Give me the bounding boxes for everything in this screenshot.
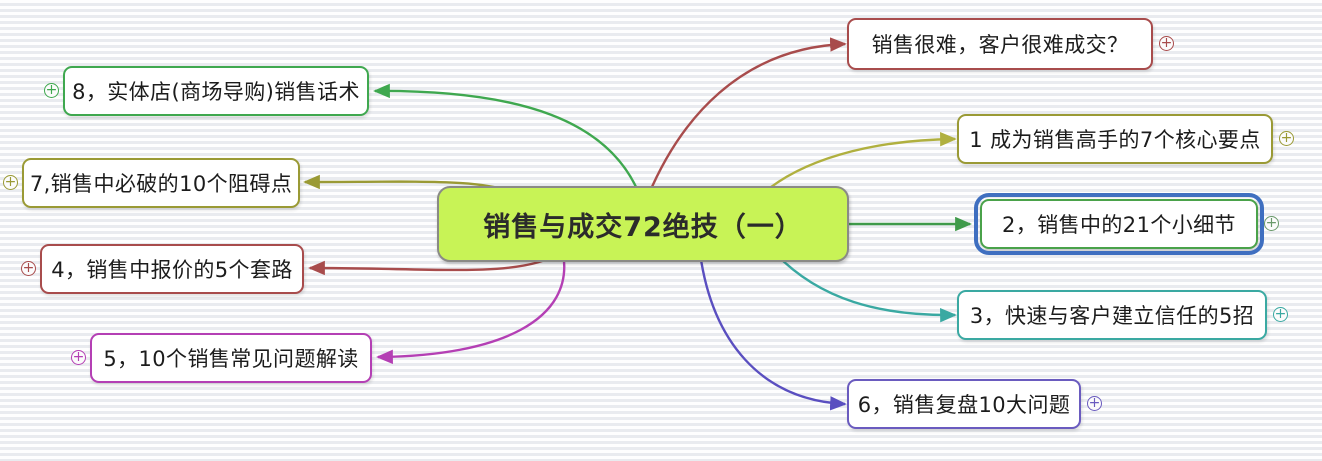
node-4-quotation-tactics[interactable]: 4，销售中报价的5个套路 [40,244,304,294]
node-6-review-problems[interactable]: 6，销售复盘10大问题 [847,379,1081,429]
node-3-build-trust[interactable]: 3，快速与客户建立信任的5招 [957,290,1267,340]
node-sales-difficult[interactable]: 销售很难，客户很难成交？ [847,18,1153,70]
expand-icon-node-8[interactable]: + [44,81,59,98]
expand-icon-node-2[interactable]: + [1279,129,1294,146]
node-5-common-questions[interactable]: 5，10个销售常见问题解读 [90,333,372,383]
node-label: 7,销售中必破的10个阻碍点 [29,172,293,196]
node-label: 3，快速与客户建立信任的5招 [969,304,1255,328]
edge-to-node-4 [774,252,957,323]
node-8-store-sales-script[interactable]: 8，实体店(商场导购)销售话术 [63,66,369,116]
node-label: 2，销售中的21个小细节 [1002,213,1236,237]
node-label: 4，销售中报价的5个套路 [51,258,293,282]
node-label: 8，实体店(商场导购)销售话术 [72,80,360,104]
node-label: 销售很难，客户很难成交？ [871,33,1129,57]
node-1-core-points[interactable]: 1 成为销售高手的7个核心要点 [957,114,1273,164]
node-label: 1 成为销售高手的7个核心要点 [969,128,1261,152]
central-node[interactable]: 销售与成交72绝技（一） [437,186,849,262]
node-label: 5，10个销售常见问题解读 [103,347,359,371]
edge-to-node-1 [646,37,847,197]
expand-icon-node-4-left[interactable]: + [21,259,36,276]
expand-icon-node-3[interactable]: + [1264,214,1279,231]
edge-to-node-6 [698,252,847,411]
expand-icon-node-6[interactable]: + [1087,394,1102,411]
node-7-obstacles[interactable]: 7,销售中必破的10个阻碍点 [22,158,300,208]
node-label: 6，销售复盘10大问题 [857,393,1071,417]
edge-to-node-5-left [376,252,566,365]
expand-icon-node-1[interactable]: + [1159,34,1174,51]
node-2-21-details[interactable]: 2，销售中的21个小细节 [974,193,1264,255]
expand-icon-node-7[interactable]: + [3,173,18,190]
expand-icon-node-4[interactable]: + [1273,305,1288,322]
edge-to-node-8 [373,83,642,197]
central-node-label: 销售与成交72绝技（一） [483,211,803,243]
expand-icon-node-5[interactable]: + [71,348,86,365]
